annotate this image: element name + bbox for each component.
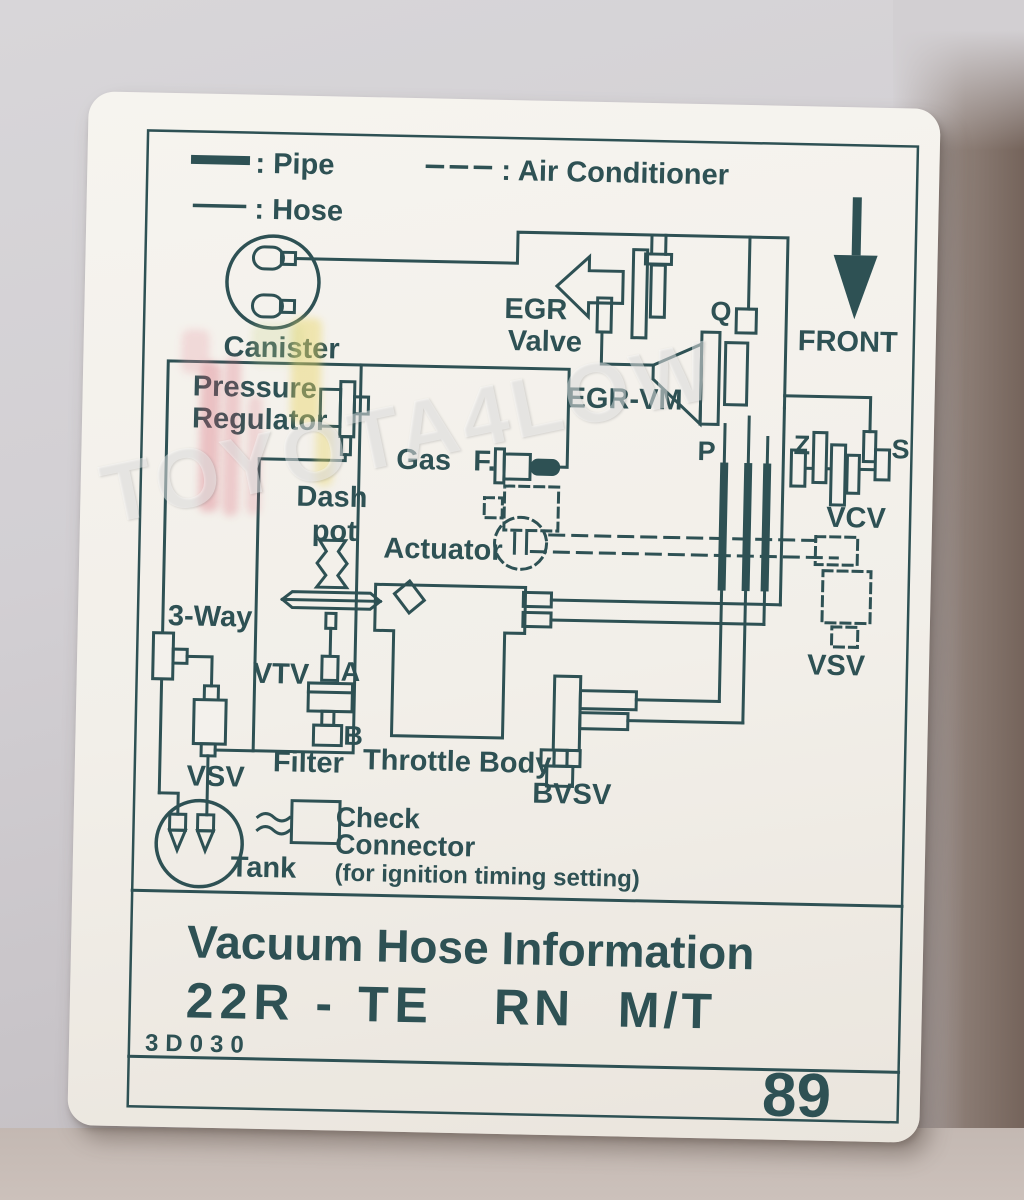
vcv-label: VCV: [826, 502, 887, 535]
vacuum-hose-decal: : Pipe : Hose : Air Conditioner FRONT Ca…: [67, 91, 941, 1143]
front-arrow-icon: [833, 197, 878, 320]
gas-filter-label-1: Gas: [396, 444, 451, 477]
egr-vm-label: EGR-VM: [566, 382, 683, 416]
actuator-symbol: [482, 484, 561, 571]
model-code: RN: [493, 979, 574, 1037]
three-way-symbol: [151, 631, 214, 688]
vcv-symbol: [783, 394, 892, 507]
dash-pot-label-1: Dash: [296, 481, 368, 514]
ac-legend-sample: [425, 164, 494, 170]
right-vertical-hose: [778, 406, 786, 607]
tank-symbol: [154, 791, 244, 889]
port-b-label: B: [343, 721, 363, 751]
vsv-left-label: VSV: [186, 760, 245, 793]
title-divider: [130, 888, 904, 908]
print-code: 3D030: [145, 1030, 251, 1059]
vacuum-hose-diagram: : Pipe : Hose : Air Conditioner FRONT Ca…: [126, 129, 920, 1131]
decal-title: Vacuum Hose Information: [187, 915, 755, 979]
egr-valve-label-2: Valve: [507, 325, 582, 359]
code-divider: [127, 1054, 901, 1074]
vtv-label: VTV: [252, 658, 310, 691]
tank-label: Tank: [230, 851, 297, 884]
gas-filter-symbol: [493, 447, 561, 485]
dash-pot-symbol: [279, 538, 383, 656]
check-connector-label-1: Check: [335, 802, 420, 835]
vsv-right-label: VSV: [807, 649, 866, 682]
port-a-label: A: [341, 657, 361, 687]
egr-valve-label-1: EGR: [504, 293, 568, 326]
vsv-right-symbol: [813, 534, 873, 649]
pipe-legend-sample: [190, 154, 251, 166]
bvsv-label: BVSV: [532, 778, 612, 812]
filter-label: Filter: [273, 746, 345, 779]
egr-vm-symbol: [651, 235, 759, 428]
check-connector-symbol: [255, 799, 342, 846]
vsv-left-symbol: [191, 684, 228, 817]
canister-symbol: [225, 234, 321, 330]
port-z-label: Z: [793, 430, 810, 460]
port-s-label: S: [891, 434, 910, 464]
legend-hose-label: : Hose: [254, 194, 343, 228]
main-box-outline: [157, 359, 571, 795]
legend-pipe-label: : Pipe: [255, 148, 335, 182]
canister-label: Canister: [223, 331, 340, 365]
check-connector-label-3: (for ignition timing setting): [334, 860, 640, 893]
throttle-body-label: Throttle Body: [363, 744, 552, 780]
vtv-filter-symbol: [306, 654, 355, 748]
three-way-label: 3-Way: [168, 600, 253, 634]
throttle-body-symbol: [373, 578, 782, 740]
canister-ports: [250, 245, 298, 319]
transmission-code: M/T: [617, 981, 716, 1039]
engine-code: 22R - TE: [185, 972, 434, 1033]
legend-ac-label: : Air Conditioner: [501, 155, 729, 192]
port-p-label: P: [697, 436, 716, 466]
check-connector-label-2: Connector: [335, 829, 476, 863]
actuator-label: Actuator: [383, 532, 503, 566]
egr-valve-symbol: [554, 233, 674, 367]
ac-dashed-hoses: [529, 533, 839, 560]
regulator-hose: [251, 457, 261, 753]
diagram-border: [126, 129, 920, 1124]
canister-pipe: [293, 230, 790, 410]
bvsv-symbol: [539, 674, 745, 789]
year-number: 89: [761, 1061, 831, 1131]
inner-vertical-hose: [213, 363, 363, 755]
front-label: FRONT: [798, 325, 899, 359]
port-q-label: Q: [710, 296, 732, 326]
vacuum-pipes: [717, 415, 772, 725]
pressure-regulator-label-2: Regulator: [192, 402, 328, 437]
hose-legend-sample: [192, 203, 247, 209]
pressure-regulator-label-1: Pressure: [192, 370, 317, 405]
dash-pot-label-2: pot: [311, 515, 357, 548]
gas-filter-label-2: F.: [473, 445, 496, 477]
